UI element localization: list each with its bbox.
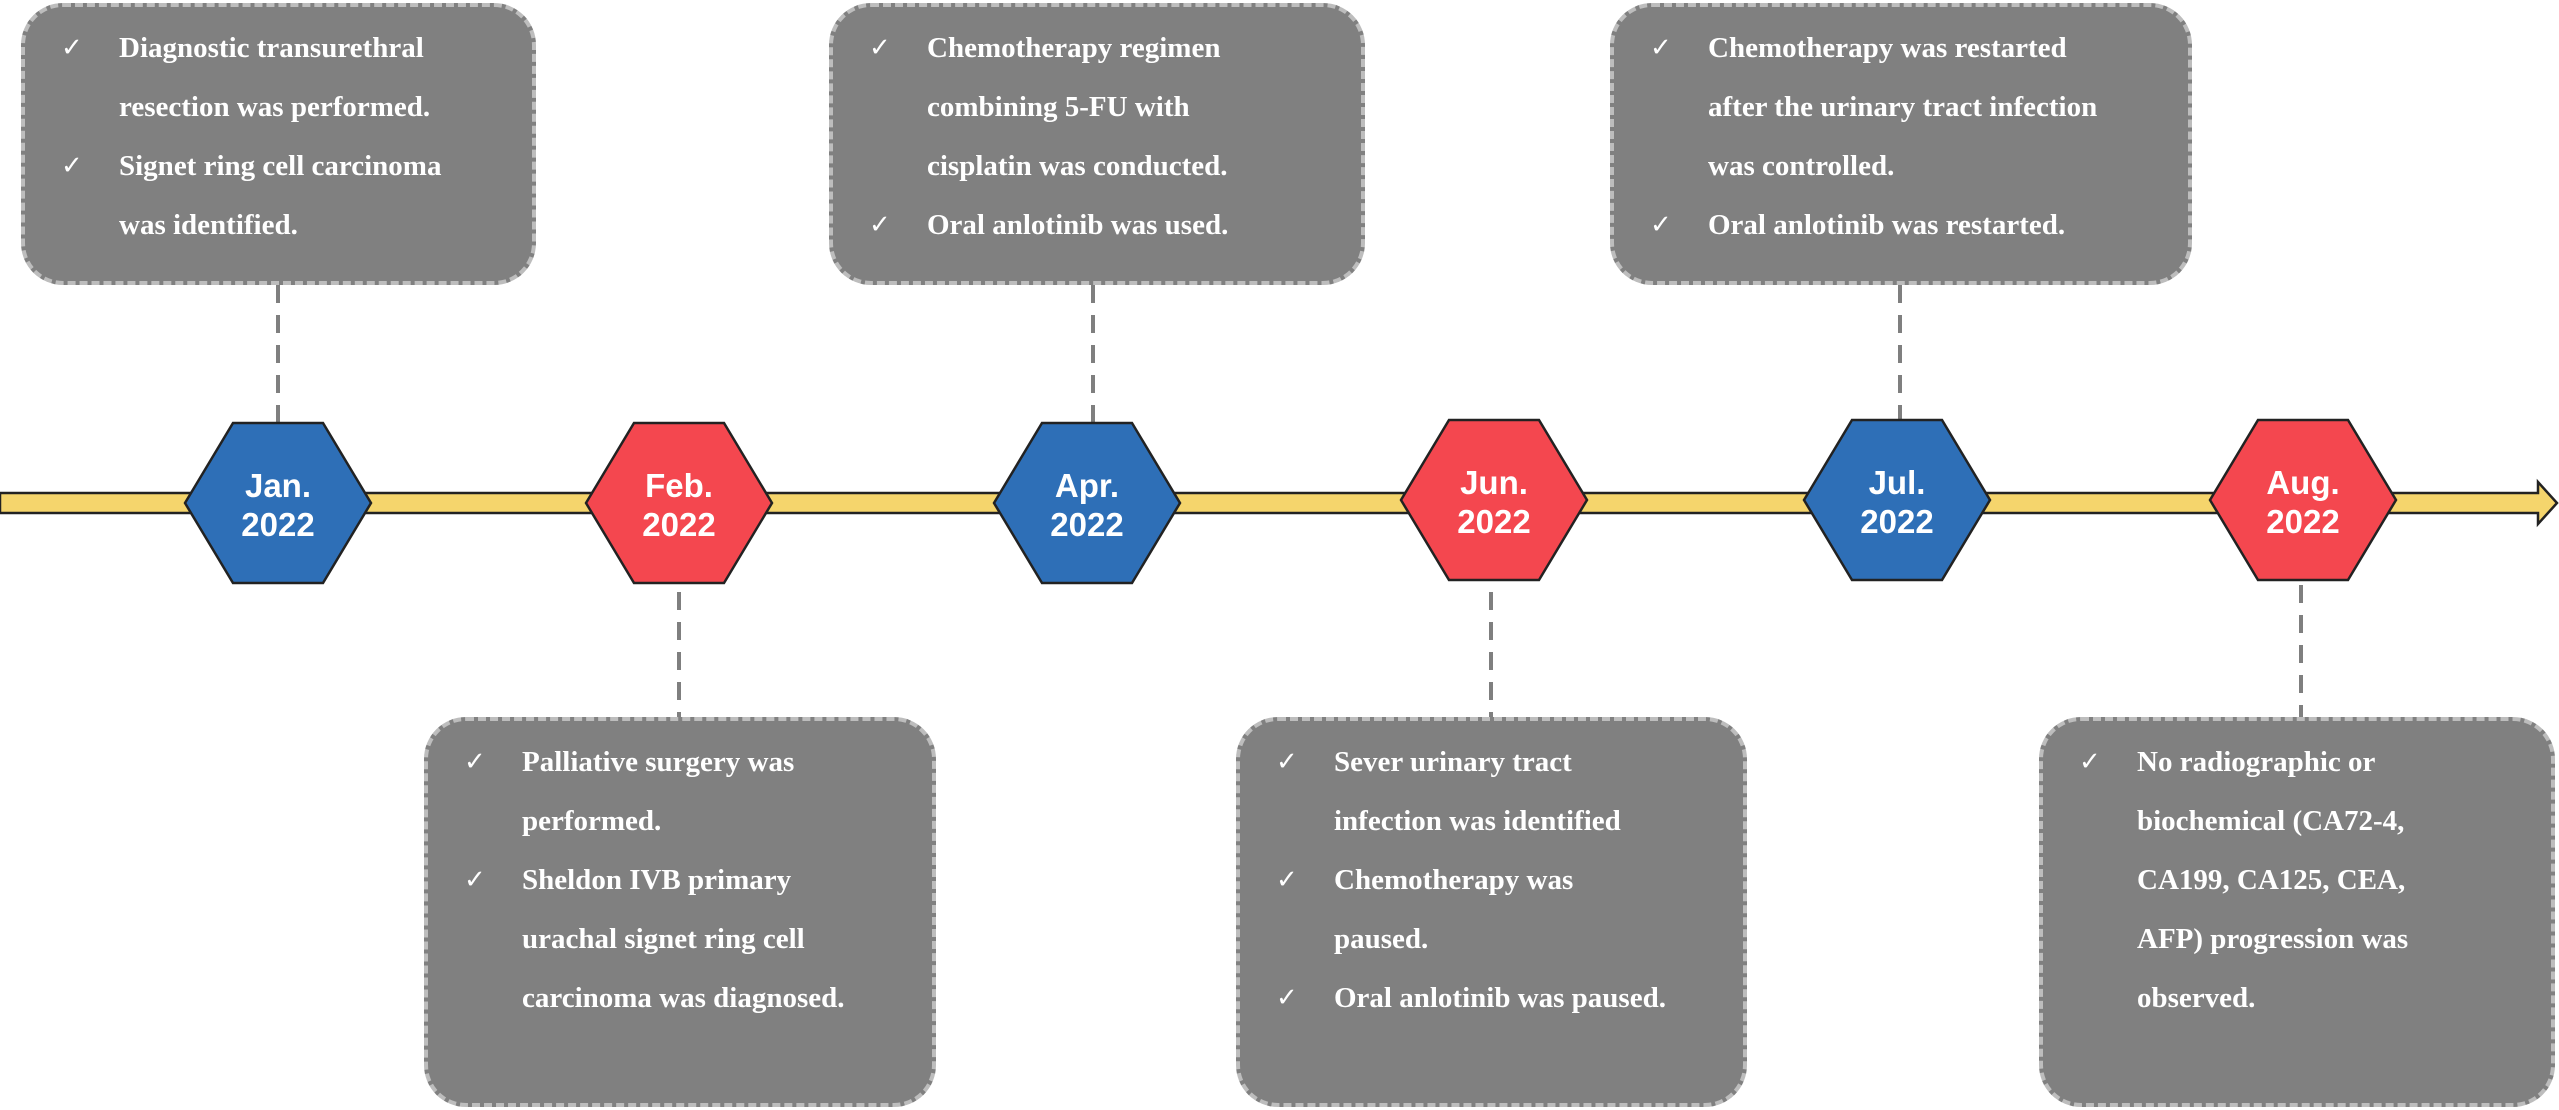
check-icon: ✓ (869, 210, 891, 240)
milestone-hexagon (992, 421, 1182, 585)
event-item: ✓ Chemotherapy was restarted after the ur… (1650, 19, 2168, 196)
milestone-jan: Jan.2022 (183, 421, 373, 585)
event-text: Sheldon IVB primary urachal signet ring … (522, 864, 845, 1014)
event-box-apr: ✓ Chemotherapy regimen combining 5-FU wit… (829, 3, 1365, 285)
event-item: ✓ Sever urinary tract infection was ident… (1276, 733, 1723, 851)
milestone-apr: Apr.2022 (992, 421, 1182, 585)
milestone-year: 2022 (241, 506, 314, 543)
check-icon: ✓ (2079, 747, 2101, 777)
event-list-feb: ✓ Palliative surgery was performed. ✓ Shel… (464, 733, 912, 1028)
event-text: Oral anlotinib was restarted. (1708, 209, 2066, 241)
event-item: ✓ Oral anlotinib was paused. (1276, 969, 1723, 1028)
connector-lines (276, 285, 2303, 717)
milestone-month: Apr. (1055, 467, 1119, 504)
milestone-feb: Feb.2022 (584, 421, 774, 585)
event-text: Oral anlotinib was paused. (1334, 982, 1666, 1014)
milestone-year: 2022 (1860, 503, 1933, 540)
milestone-jul: Jul.2022 (1802, 418, 1992, 582)
event-text: Signet ring cell carcinoma was identifie… (119, 150, 442, 241)
event-text: Palliative surgery was performed. (522, 746, 795, 837)
milestone-hexagons: Jan.2022Feb.2022Apr.2022Jun.2022Jul.2022… (183, 418, 2398, 585)
event-item: ✓ No radiographic or biochemical (CA72-4,… (2079, 733, 2531, 1028)
event-box-feb: ✓ Palliative surgery was performed. ✓ Shel… (424, 717, 936, 1107)
milestone-jun: Jun.2022 (1399, 418, 1589, 582)
event-item: ✓ Chemotherapy regimen combining 5-FU wit… (869, 19, 1341, 196)
event-text: Chemotherapy was restarted after the uri… (1708, 32, 2098, 182)
check-icon: ✓ (1650, 210, 1672, 240)
event-text: Oral anlotinib was used. (927, 209, 1229, 241)
milestone-month: Feb. (645, 467, 713, 504)
event-list-aug: ✓ No radiographic or biochemical (CA72-4,… (2079, 733, 2531, 1028)
check-icon: ✓ (61, 151, 83, 181)
event-list-jun: ✓ Sever urinary tract infection was ident… (1276, 733, 1723, 1028)
milestone-hexagon (1802, 418, 1992, 582)
check-icon: ✓ (1276, 865, 1298, 895)
check-icon: ✓ (869, 33, 891, 63)
check-icon: ✓ (464, 865, 486, 895)
event-box-jun: ✓ Sever urinary tract infection was ident… (1236, 717, 1747, 1107)
event-box-jul: ✓ Chemotherapy was restarted after the ur… (1610, 3, 2192, 285)
milestone-hexagon (1399, 418, 1589, 582)
milestone-month: Jan. (245, 467, 311, 504)
milestone-year: 2022 (1457, 503, 1530, 540)
event-text: Diagnostic transurethral resection was p… (119, 32, 431, 123)
event-item: ✓ Oral anlotinib was used. (869, 196, 1341, 255)
timeline-arrow (0, 478, 2559, 528)
event-item: ✓ Diagnostic transurethral resection was … (61, 19, 512, 137)
check-icon: ✓ (61, 33, 83, 63)
milestone-hexagon (584, 421, 774, 585)
check-icon: ✓ (1650, 33, 1672, 63)
check-icon: ✓ (1276, 983, 1298, 1013)
event-box-jan: ✓ Diagnostic transurethral resection was … (21, 3, 536, 285)
milestone-month: Jul. (1869, 464, 1926, 501)
check-icon: ✓ (464, 747, 486, 777)
event-list-apr: ✓ Chemotherapy regimen combining 5-FU wit… (869, 19, 1341, 255)
milestone-hexagon (2208, 418, 2398, 582)
milestone-year: 2022 (642, 506, 715, 543)
event-text: Sever urinary tract infection was identi… (1334, 746, 1621, 837)
event-list-jan: ✓ Diagnostic transurethral resection was … (61, 19, 512, 255)
timeline-arrow-shape (0, 478, 2559, 528)
milestone-year: 2022 (2266, 503, 2339, 540)
event-item: ✓ Sheldon IVB primary urachal signet ring… (464, 851, 912, 1028)
milestone-month: Aug. (2266, 464, 2339, 501)
event-item: ✓ Oral anlotinib was restarted. (1650, 196, 2168, 255)
milestone-year: 2022 (1050, 506, 1123, 543)
event-item: ✓ Palliative surgery was performed. (464, 733, 912, 851)
event-item: ✓ Chemotherapy was paused. (1276, 851, 1723, 969)
milestone-hexagon (183, 421, 373, 585)
event-text: Chemotherapy was paused. (1334, 864, 1574, 955)
event-item: ✓ Signet ring cell carcinoma was identifi… (61, 137, 512, 255)
milestone-month: Jun. (1460, 464, 1528, 501)
check-icon: ✓ (1276, 747, 1298, 777)
milestone-aug: Aug.2022 (2208, 418, 2398, 582)
event-text: No radiographic or biochemical (CA72-4, … (2137, 746, 2409, 1014)
event-list-jul: ✓ Chemotherapy was restarted after the ur… (1650, 19, 2168, 255)
event-box-aug: ✓ No radiographic or biochemical (CA72-4,… (2039, 717, 2555, 1107)
event-text: Chemotherapy regimen combining 5-FU with… (927, 32, 1228, 182)
